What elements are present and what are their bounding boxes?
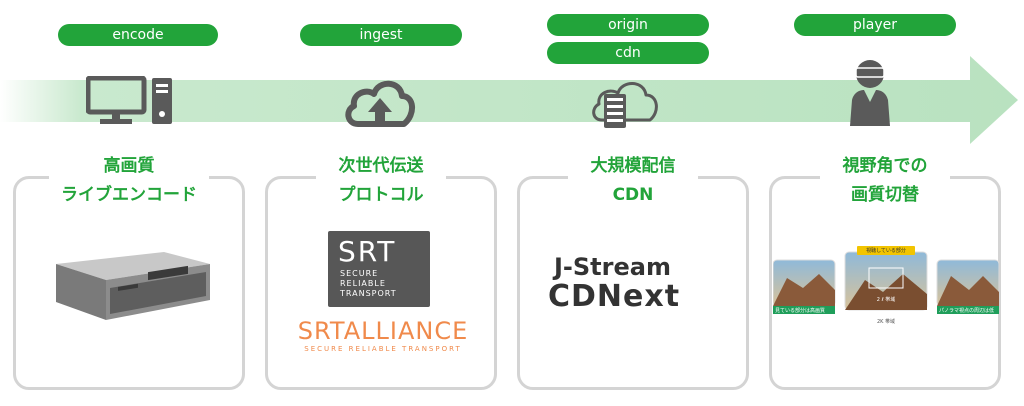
card-title-line: CDN	[612, 185, 654, 205]
card-title-encode: 高画質 ライブエンコード	[49, 152, 209, 210]
card-title-cdn: 大規模配信 CDN	[568, 152, 698, 210]
srt-alliance-tagline: SECURE RELIABLE TRANSPORT	[304, 345, 462, 353]
stage-pill-encode: encode	[58, 24, 218, 46]
vr-left-caption: 見ている部分は高画質	[775, 308, 826, 314]
cloud-server-icon	[592, 82, 658, 128]
card-title-line: 画質切替	[851, 185, 919, 205]
card-title-line: プロトコル	[338, 185, 424, 205]
desktop-computer-icon	[86, 76, 172, 124]
stage-pill-ingest: ingest	[300, 24, 462, 46]
flow-arrow	[0, 56, 1018, 144]
srt-tagline-line: RELIABLE	[340, 279, 386, 288]
vr-viewport-image	[773, 246, 999, 314]
card-cdn	[517, 176, 749, 390]
card-title-line: 視野角での	[842, 156, 928, 176]
card-title-line: 高画質	[103, 156, 155, 176]
srt-tagline-line: SECURE	[340, 269, 379, 278]
stage-pill-player: player	[794, 14, 956, 36]
card-title-line: 次世代伝送	[338, 156, 424, 176]
vr-headset-user-icon	[850, 60, 890, 126]
card-title-ingest: 次世代伝送 プロトコル	[316, 152, 446, 210]
vr-quality-label: 2 ℓ 帯域	[876, 297, 896, 303]
srt-tagline-line: TRANSPORT	[340, 289, 397, 298]
stage-pill-origin: origin	[547, 14, 709, 36]
card-title-line: 大規模配信	[590, 156, 676, 176]
vr-banner-label: 視聴している部分	[866, 248, 906, 254]
srt-logo: SRT SECURE RELIABLE TRANSPORT	[328, 231, 430, 307]
jstream-logo-line2: CDNext	[548, 279, 681, 314]
encoder-hardware-image	[56, 252, 210, 320]
card-title-line: ライブエンコード	[61, 185, 197, 205]
srt-logo-mark: SRT	[338, 235, 397, 268]
jstream-cdnext-logo: J-Stream CDNext	[548, 253, 728, 313]
srt-alliance-mark: SRTALLIANCE	[297, 317, 469, 345]
vr-bottom-label: 2K 帯域	[876, 319, 896, 325]
jstream-logo-line1: J-Stream	[554, 253, 671, 281]
srt-alliance-logo: SRTALLIANCE SECURE RELIABLE TRANSPORT	[288, 318, 478, 354]
cloud-upload-icon	[345, 80, 415, 127]
stage-pill-cdn: cdn	[547, 42, 709, 64]
srt-logo-tagline: SECURE RELIABLE TRANSPORT	[340, 269, 397, 299]
card-title-player: 視野角での 画質切替	[820, 152, 950, 210]
vr-right-caption: パノラマ視点の周辺は低画質	[939, 308, 995, 321]
